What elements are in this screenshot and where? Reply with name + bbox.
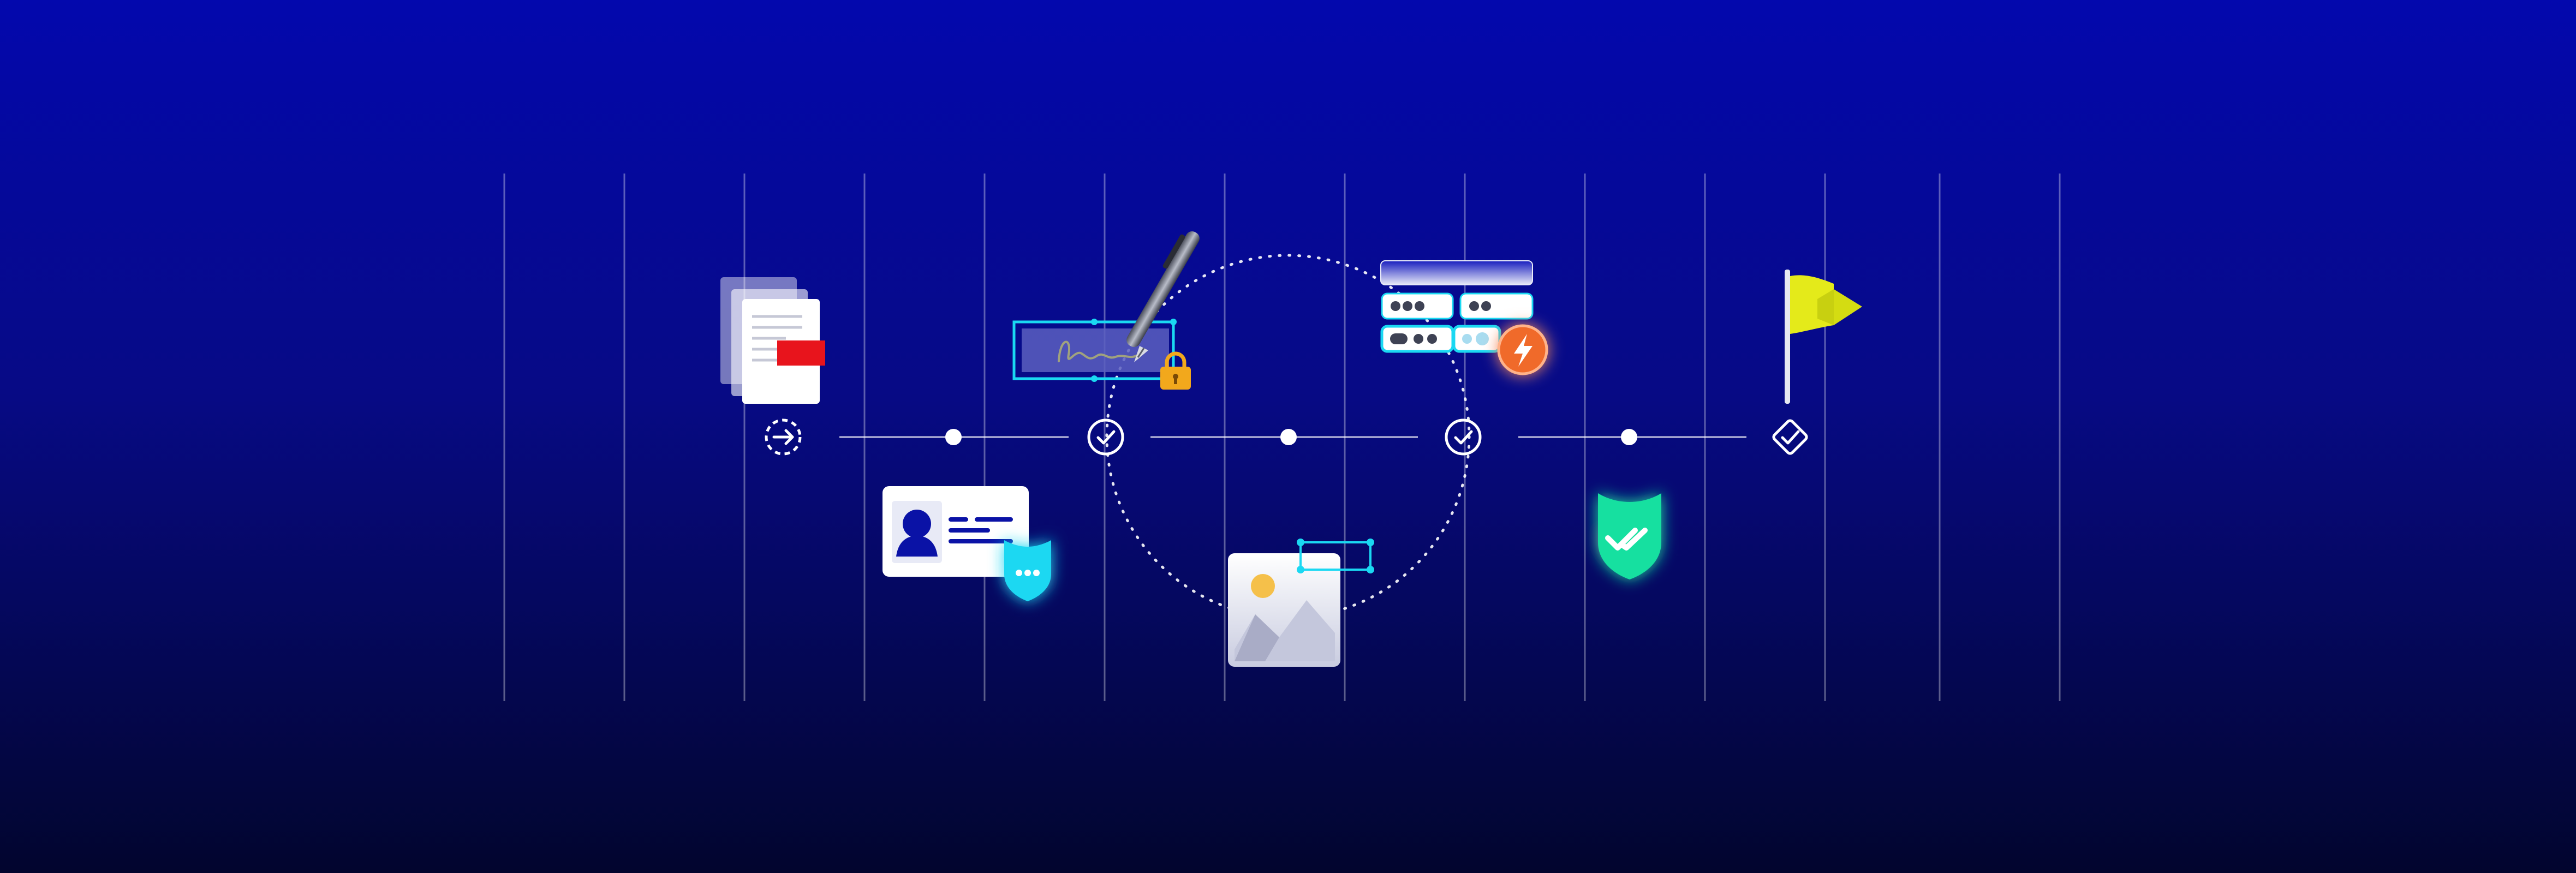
timeline-connector-dots <box>945 429 1637 445</box>
chat-shield-icon <box>1004 540 1051 601</box>
flag-icon <box>1785 270 1862 404</box>
signature-box-icon <box>1012 319 1177 382</box>
verified-shield-icon <box>1598 493 1661 579</box>
check-circle-icon <box>1445 418 1482 456</box>
check-circle-icon <box>1087 418 1124 456</box>
diamond-check-icon <box>1772 419 1808 455</box>
document-stack-icon <box>720 277 825 404</box>
dashed-arrow-circle-icon <box>765 418 802 456</box>
redaction-tag <box>777 340 825 366</box>
fountain-pen-icon <box>1126 231 1200 362</box>
padlock-icon <box>1160 351 1191 390</box>
lightning-badge-icon <box>1497 324 1548 375</box>
form-fields-icon <box>1380 260 1534 353</box>
photo-crop-icon <box>1228 539 1374 667</box>
id-card-icon <box>882 486 1029 577</box>
